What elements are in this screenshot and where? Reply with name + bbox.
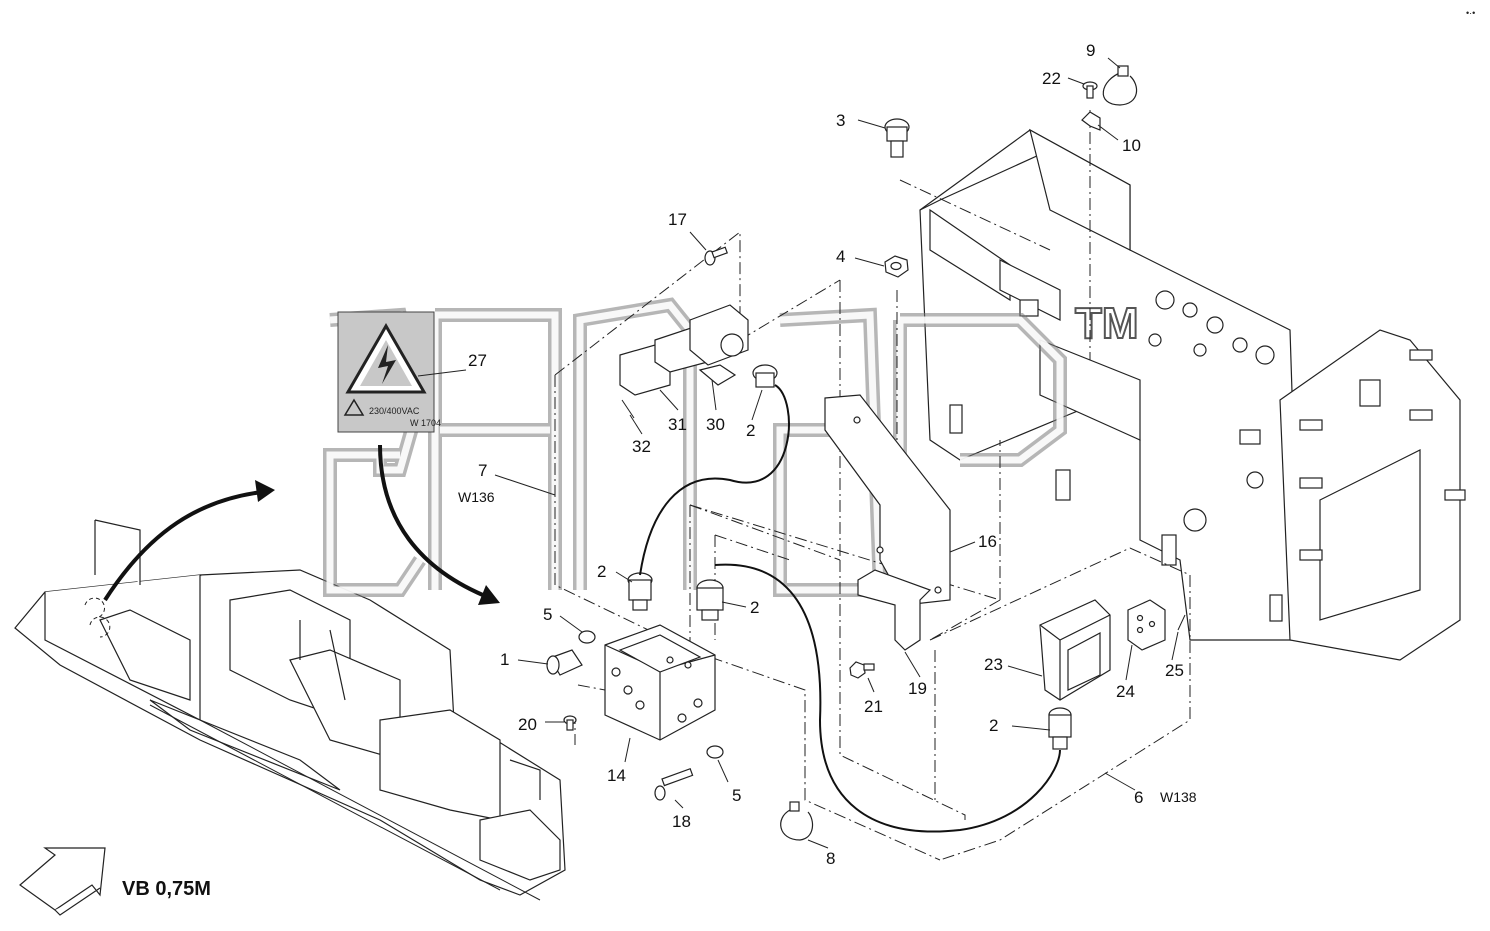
nut-4 <box>884 255 909 278</box>
callout-5-top: 5 <box>543 605 552 624</box>
callout-30: 30 <box>706 415 725 434</box>
callouts: 9 22 3 10 17 4 27 31 30 2 32 7 W136 16 2… <box>458 41 1197 868</box>
callout-6: 6 <box>1134 788 1143 807</box>
callout-2-mid-left: 2 <box>597 562 606 581</box>
switch-assembly <box>619 304 749 396</box>
bracket-10 <box>1081 111 1101 131</box>
small-warning-icon <box>343 398 365 416</box>
callout-17: 17 <box>668 210 687 229</box>
callout-22: 22 <box>1042 69 1061 88</box>
view-label: VB 0,75M <box>122 878 211 900</box>
screw-21 <box>849 661 875 679</box>
callout-32: 32 <box>632 437 651 456</box>
callout-9: 9 <box>1086 41 1095 60</box>
callout-21: 21 <box>864 697 883 716</box>
callout-2-mid-right: 2 <box>750 598 759 617</box>
cable-gland-3 <box>884 118 910 158</box>
callout-14: 14 <box>607 766 626 785</box>
screw-17 <box>704 246 728 266</box>
trademark-mark: TM <box>1075 299 1139 348</box>
frame-bolts <box>949 290 1466 622</box>
callout-23: 23 <box>984 655 1003 674</box>
callout-4: 4 <box>836 247 845 266</box>
callout-3: 3 <box>836 111 845 130</box>
connector-insert-24 <box>1127 599 1166 651</box>
cable-clamp-9 <box>1102 65 1138 106</box>
pin-25 <box>1177 614 1186 631</box>
leader-lines <box>417 57 1179 849</box>
cable-gland-2-mid-left <box>627 572 653 611</box>
callout-27: 27 <box>468 351 487 370</box>
plug-5-top <box>578 630 596 644</box>
callout-16: 16 <box>978 532 997 551</box>
corner-mark: •·• <box>1466 8 1475 18</box>
callout-31: 31 <box>668 415 687 434</box>
plug-5-bottom <box>706 745 724 759</box>
machine-frame <box>919 128 1466 661</box>
assembly-outlines <box>554 110 1191 861</box>
cable-gland-2-top <box>752 364 778 388</box>
cable-gland-2-bottom <box>1048 707 1072 750</box>
warning-code-text: W 1704 <box>410 418 441 428</box>
callout-2-top: 2 <box>746 421 755 440</box>
callout-24: 24 <box>1116 682 1135 701</box>
callout-25: 25 <box>1165 661 1184 680</box>
wire-label-w136: W136 <box>458 489 495 505</box>
callout-1: 1 <box>500 650 509 669</box>
callout-2-bottom: 2 <box>989 716 998 735</box>
callout-18: 18 <box>672 812 691 831</box>
screw-18 <box>654 767 694 801</box>
callout-8: 8 <box>826 849 835 868</box>
callout-20: 20 <box>518 715 537 734</box>
warning-voltage-text: 230/400VAC <box>369 406 420 416</box>
warning-sticker: 230/400VAC W 1704 <box>337 311 441 433</box>
view-direction-arrow <box>19 847 106 916</box>
screw-20 <box>563 715 577 731</box>
overview-machine <box>14 519 566 901</box>
screw-22 <box>1082 81 1098 99</box>
cables <box>639 384 1061 833</box>
junction-box-14 <box>604 624 716 741</box>
cable-clamp-8 <box>780 801 814 841</box>
callout-19: 19 <box>908 679 927 698</box>
callout-5-bottom: 5 <box>732 786 741 805</box>
cable-gland-1 <box>546 649 583 676</box>
callout-7: 7 <box>478 461 487 480</box>
cable-gland-2-mid-right <box>696 579 724 621</box>
pin-32 <box>621 399 635 419</box>
wire-label-w138: W138 <box>1160 789 1197 805</box>
callout-10: 10 <box>1122 136 1141 155</box>
detail-arrows <box>103 444 500 605</box>
connector-housing-23 <box>1039 599 1111 701</box>
bracket-19 <box>857 569 932 651</box>
